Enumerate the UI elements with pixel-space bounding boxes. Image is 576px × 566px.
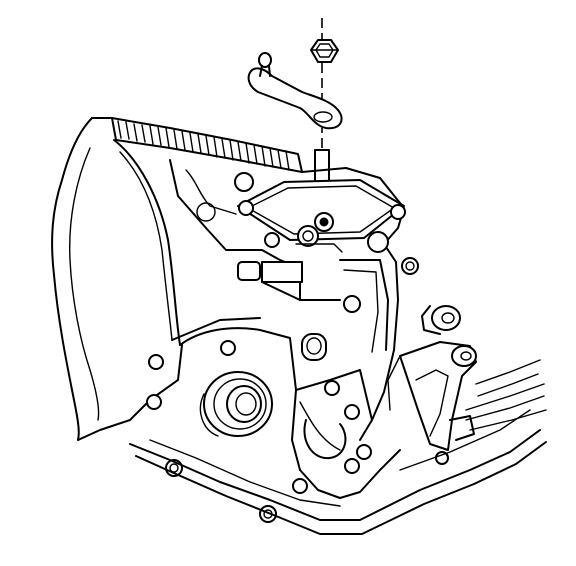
seal-icon [199,371,273,437]
gasket-icon [111,117,303,173]
bracket-icon [387,305,477,451]
plate-icon [234,172,406,253]
bolt-heads [146,257,449,523]
housing-icon [51,117,405,499]
nut-icon [310,39,339,63]
lever-icon [247,52,343,130]
pan-icon [129,359,547,535]
